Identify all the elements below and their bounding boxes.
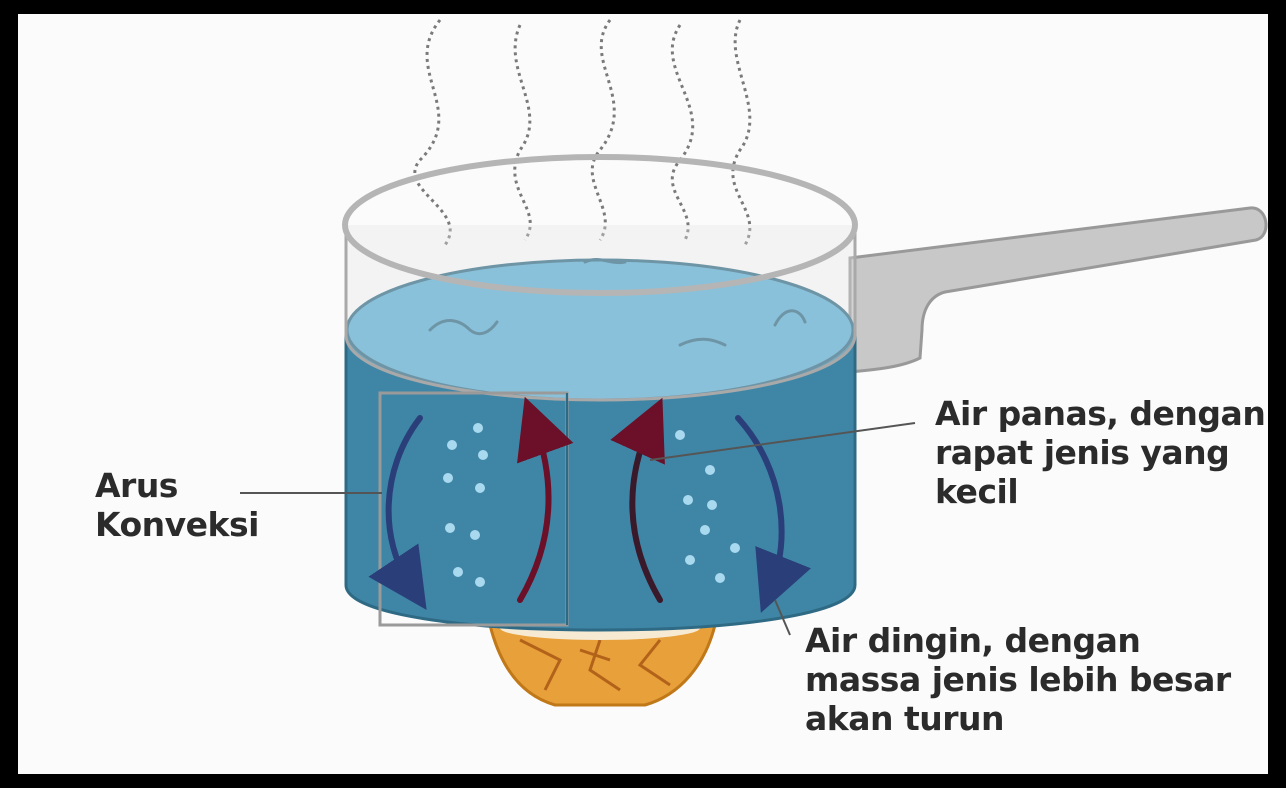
leader-lines xyxy=(240,422,916,636)
pot-rim xyxy=(342,154,858,296)
label-air-panas: Air panas, dengan rapat jenis yang kecil xyxy=(935,394,1266,511)
hot-arrow-right xyxy=(610,397,665,603)
steam-line xyxy=(731,19,752,246)
water-ripples xyxy=(428,257,807,347)
pot-glass-upper xyxy=(344,225,857,402)
steam-lines xyxy=(413,19,752,246)
cold-arrow-left xyxy=(368,415,427,610)
label-arus-konveksi: Arus Konveksi xyxy=(95,466,259,544)
steam-line xyxy=(590,19,616,241)
cold-arrow-right xyxy=(735,415,811,613)
steam-line xyxy=(413,19,452,246)
steam-line xyxy=(513,24,532,241)
label-air-dingin: Air dingin, dengan massa jenis lebih bes… xyxy=(805,621,1231,738)
steam-line xyxy=(670,24,695,241)
bubbles xyxy=(443,423,740,587)
pot-handle xyxy=(848,206,1268,374)
hot-arrow-left xyxy=(517,396,574,603)
convection-arrows xyxy=(368,396,811,613)
